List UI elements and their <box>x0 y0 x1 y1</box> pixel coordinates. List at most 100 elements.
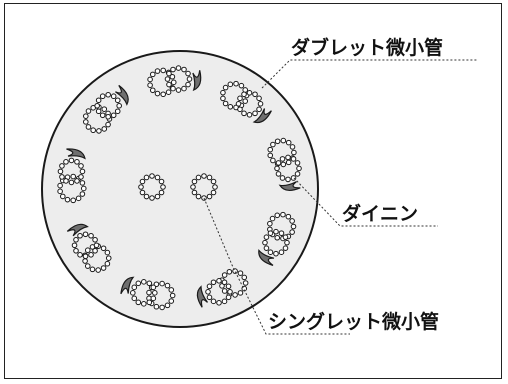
tubulin-dot <box>59 174 65 180</box>
tubulin-dot <box>143 193 150 200</box>
tubulin-dot <box>105 91 111 98</box>
tubulin-dot <box>99 112 106 119</box>
tubulin-dot <box>100 265 107 271</box>
tubulin-dot <box>262 239 268 246</box>
tubulin-dot <box>222 84 229 91</box>
tubulin-dot <box>216 278 222 284</box>
tubulin-dot <box>274 234 281 241</box>
tubulin-dot <box>170 79 177 86</box>
tubulin-dot <box>252 91 258 98</box>
tubulin-dot <box>166 81 172 88</box>
tubulin-dot <box>225 294 232 301</box>
tubulin-dot <box>221 279 228 286</box>
tubulin-dot <box>154 68 161 74</box>
tubulin-dot <box>263 234 270 240</box>
tubulin-dot <box>290 156 297 162</box>
doublet-microtubule <box>220 80 272 124</box>
tubulin-dot <box>158 178 165 185</box>
tubulin-dot <box>280 137 287 144</box>
b-tubule <box>235 90 264 118</box>
tubulin-dot <box>146 280 153 287</box>
tubulin-dot <box>135 299 142 306</box>
tubulin-dot <box>273 250 279 257</box>
tubulin-dot <box>282 245 289 251</box>
doublet-microtubule <box>258 211 297 266</box>
tubulin-dot <box>170 85 176 92</box>
tubulin-dot <box>158 189 165 196</box>
tubulin-dot <box>285 213 292 220</box>
tubulin-dot <box>57 188 63 195</box>
tubulin-dot <box>191 178 198 185</box>
tubulin-dot <box>170 66 176 73</box>
tubulin-dot <box>59 163 65 169</box>
tubulin-dot <box>110 112 117 119</box>
tubulin-dot <box>270 141 276 148</box>
tubulin-dot <box>160 184 166 190</box>
dynein-label: ダイニン <box>342 202 418 225</box>
tubulin-dot <box>74 178 80 184</box>
tubulin-dot <box>227 81 234 88</box>
dynein-arm <box>196 285 208 308</box>
tubulin-dot <box>278 230 285 236</box>
dynein-arm <box>120 276 135 295</box>
tubulin-dot <box>225 283 232 290</box>
tubulin-dot <box>227 103 234 110</box>
tubulin-dot <box>131 295 138 302</box>
tubulin-dot <box>114 108 121 115</box>
tubulin-dot <box>274 165 280 172</box>
doublet-microtubule <box>83 84 129 134</box>
tubulin-dot <box>205 289 211 295</box>
tubulin-dot <box>195 174 202 181</box>
tubulin-dot <box>82 231 89 238</box>
tubulin-dot <box>201 173 207 179</box>
tubulin-dot <box>160 67 166 74</box>
tubulin-dot <box>210 279 217 286</box>
tubulin-dot <box>78 163 84 169</box>
tubulin-dot <box>59 193 66 200</box>
tubulin-dot <box>227 289 233 295</box>
tubulin-dot <box>191 189 198 196</box>
tubulin-dot <box>164 302 171 309</box>
tubulin-dot <box>130 290 136 296</box>
tubulin-dot <box>78 174 84 180</box>
tubulin-dot <box>267 230 274 236</box>
b-tubule <box>262 228 290 257</box>
tubulin-dot <box>73 236 79 243</box>
tubulin-dot <box>256 106 262 113</box>
central-pair-group <box>138 173 218 201</box>
tubulin-dot <box>237 106 243 113</box>
doublet-leader-line <box>261 59 478 89</box>
tubulin-dot <box>256 95 262 102</box>
b-tubule <box>94 91 122 120</box>
tubulin-dot <box>279 175 286 181</box>
tubulin-dot <box>159 304 165 311</box>
doublet-group <box>57 65 302 311</box>
a-tubule <box>267 137 297 168</box>
tubulin-dot <box>146 299 153 306</box>
tubulin-dot <box>149 173 155 179</box>
tubulin-dot <box>84 263 91 269</box>
singlet-leader-line <box>203 197 350 335</box>
tubulin-dot <box>175 65 182 71</box>
tubulin-dot <box>70 173 77 180</box>
tubulin-dot <box>166 70 172 77</box>
tubulin-dot <box>289 218 295 224</box>
tubulin-dot <box>242 98 249 104</box>
tubulin-dot <box>110 93 117 100</box>
tubulin-dot <box>63 178 69 184</box>
tubulin-dot <box>146 289 152 296</box>
tubulin-dot <box>263 245 270 251</box>
tubulin-dot <box>241 91 247 98</box>
tubulin-dot <box>226 268 233 275</box>
singlet-label: シングレット微小管 <box>268 310 439 333</box>
tubulin-dot <box>94 102 100 109</box>
tubulin-dot <box>92 236 98 243</box>
tubulin-dot <box>181 85 187 92</box>
tubulin-dot <box>210 189 217 196</box>
tubulin-dot <box>75 195 82 202</box>
tubulin-dot <box>70 197 77 204</box>
tubulin-dot <box>233 80 239 87</box>
tubulin-dot <box>95 267 101 273</box>
tubulin-dot <box>285 154 291 161</box>
tubulin-dot <box>294 160 301 166</box>
